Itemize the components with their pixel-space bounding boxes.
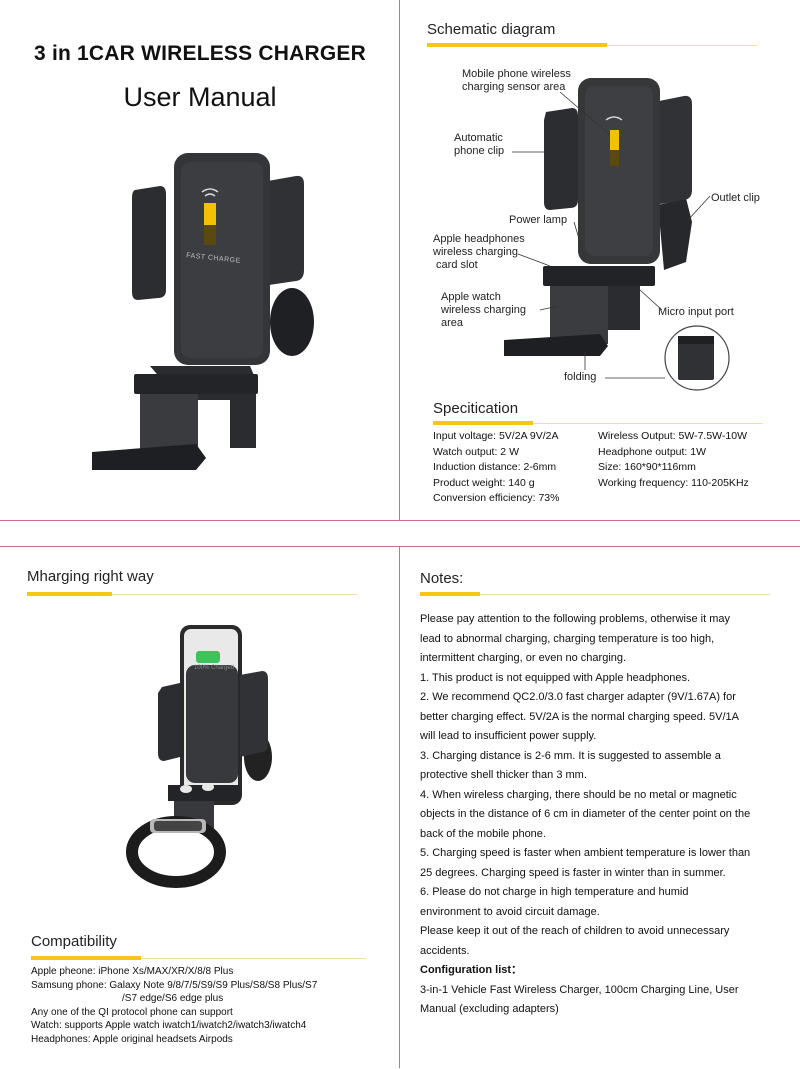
schematic-panel: Schematic diagram	[400, 0, 800, 521]
spec-item: Wireless Output: 5W-7.5W-10W	[598, 430, 747, 442]
label-line: Apple headphones	[433, 233, 525, 245]
config-line: Manual (excluding adapters)	[420, 1003, 559, 1015]
cover-title: 3 in 1CAR WIRELESS CHARGER	[34, 42, 366, 65]
note-line: protective shell thicker than 3 mm.	[420, 769, 587, 781]
heading-underline	[433, 421, 533, 425]
label-headphones-slot: Apple headphones wireless charging card …	[433, 233, 525, 272]
spec-item: Input voltage: 5V/2A 9V/2A	[433, 430, 559, 442]
label-line: phone clip	[454, 145, 505, 157]
note-line: environment to avoid circuit damage.	[420, 905, 600, 918]
label-folding: folding	[564, 371, 597, 383]
heading-rule	[480, 594, 770, 595]
note-line: 25 degrees. Charging speed is faster in …	[420, 866, 726, 879]
heading-rule	[533, 423, 763, 424]
heading-underline	[427, 43, 607, 47]
label-outlet-clip: Outlet clip	[711, 192, 760, 204]
notes-panel: Notes: Please pay attention to the follo…	[400, 546, 800, 1068]
cover-panel: 3 in 1CAR WIRELESS CHARGER User Manual F…	[0, 0, 400, 521]
phone-screen-text: 100% Charged	[194, 665, 235, 671]
charging-panel: Mharging right way 100% Charged Compatib…	[0, 546, 400, 1068]
compat-item: Samsung phone: Galaxy Note 9/8/7/5/S9/S9…	[31, 979, 318, 991]
spec-item: Watch output: 2 W	[433, 445, 519, 458]
note-line: 5. Charging speed is faster when ambient…	[420, 847, 751, 859]
compat-item: /S7 edge/S6 edge plus	[122, 993, 224, 1004]
label-line: Apple watch	[441, 291, 501, 303]
label-power-lamp: Power lamp	[509, 214, 568, 226]
compatibility-list: Apple pheone: iPhone Xs/MAX/XR/X/8/8 Plu…	[31, 965, 386, 1046]
label-line: charging sensor area	[462, 81, 566, 93]
label-line: card slot	[433, 259, 478, 271]
charging-heading: Mharging right way	[27, 568, 154, 585]
heading-underline	[31, 956, 141, 960]
notes-body: Please pay attention to the following pr…	[420, 610, 790, 1020]
spec-heading: Specitication	[433, 400, 519, 417]
notes-heading: Notes:	[420, 570, 464, 587]
label-line: Mobile phone wireless	[462, 68, 571, 80]
label-line: area	[441, 317, 464, 329]
note-line: 4. When wireless charging, there should …	[420, 788, 737, 801]
label-line: wireless charging	[433, 246, 518, 258]
spec-item: Size: 160*90*116mm	[598, 461, 696, 473]
note-line: 3. Charging distance is 2-6 mm. It is su…	[420, 749, 721, 762]
config-heading: Configuration list：	[420, 964, 523, 976]
note-line: Please keep it out of the reach of child…	[420, 925, 730, 937]
spec-item: Conversion efficiency: 73%	[433, 492, 560, 504]
note-line: back of the mobile phone.	[420, 827, 546, 840]
note-line: Please pay attention to the following pr…	[420, 613, 730, 625]
label-sensor-area: Mobile phone wireless charging sensor ar…	[462, 68, 571, 94]
note-line: will lead to insufficient power supply.	[420, 730, 597, 742]
note-line: intermittent charging, or even no chargi…	[420, 652, 627, 664]
label-phone-clip: Automatic phone clip	[454, 132, 504, 158]
note-line: accidents.	[420, 944, 470, 957]
schematic-heading: Schematic diagram	[427, 21, 556, 38]
config-line: 3-in-1 Vehicle Fast Wireless Charger, 10…	[420, 983, 739, 996]
charger-product-image	[92, 153, 314, 470]
spec-item: Working frequency: 110-205KHz	[598, 476, 749, 489]
compat-item: Any one of the QI protocol phone can sup…	[31, 1006, 233, 1018]
heading-rule	[607, 45, 757, 46]
schematic-device-image	[504, 78, 730, 391]
note-line: 6. Please do not charge in high temperat…	[420, 886, 689, 898]
note-line: objects in the distance of 6 cm in diame…	[420, 808, 751, 820]
compat-item: Apple pheone: iPhone Xs/MAX/XR/X/8/8 Plu…	[31, 966, 234, 977]
note-line: lead to abnormal charging, charging temp…	[420, 632, 715, 645]
spec-item: Product weight: 140 g	[433, 476, 535, 489]
heading-rule	[112, 594, 357, 595]
label-watch-area: Apple watch wireless charging area	[441, 291, 526, 330]
label-line: Automatic	[454, 132, 503, 144]
compatibility-heading: Compatibility	[31, 933, 117, 950]
label-line: wireless charging	[441, 304, 526, 316]
cover-subtitle: User Manual	[123, 82, 277, 112]
note-line: 1. This product is not equipped with App…	[420, 671, 691, 684]
spec-item: Induction distance: 2-6mm	[433, 461, 557, 473]
spec-right-column: Wireless Output: 5W-7.5W-10W Headphone o…	[598, 429, 749, 491]
compat-item: Headphones: Apple original headsets Airp…	[31, 1033, 233, 1045]
spec-left-column: Input voltage: 5V/2A 9V/2A Watch output:…	[433, 429, 559, 507]
charging-usage-image	[126, 625, 272, 888]
note-line: 2. We recommend QC2.0/3.0 fast charger a…	[420, 691, 736, 703]
heading-underline	[420, 592, 480, 596]
label-micro-port: Micro input port	[658, 306, 734, 318]
spec-item: Headphone output: 1W	[598, 445, 706, 458]
note-line: better charging effect. 5V/2A is the nor…	[420, 710, 739, 723]
heading-underline	[27, 592, 112, 596]
compat-item: Watch: supports Apple watch iwatch1/iwat…	[31, 1020, 307, 1031]
heading-rule	[141, 958, 366, 959]
